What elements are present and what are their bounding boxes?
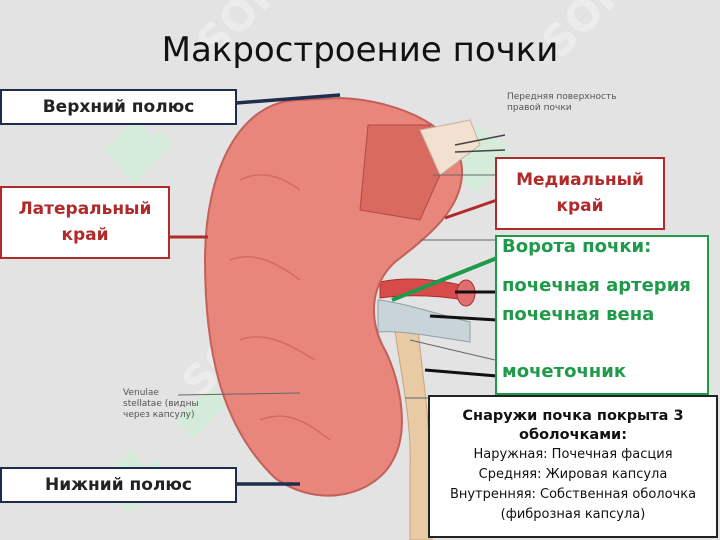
vein-pointer xyxy=(429,314,498,322)
venulae-line-3: через капсулу) xyxy=(123,410,195,420)
ureter-label: мочеточник xyxy=(502,361,627,382)
vein-label: почечная вена xyxy=(502,304,655,325)
lateral-edge-label: Латеральный край xyxy=(0,186,170,259)
note-inner: Внутренняя: Собственная оболочка (фиброз… xyxy=(449,487,697,522)
note-heading: Снаружи почка покрыта 3 оболочками: xyxy=(462,408,684,443)
venulae-line-2: stellatae (видны xyxy=(123,399,199,409)
note-middle: Средняя: Жировая капсула xyxy=(478,467,668,482)
ureter-shape xyxy=(394,329,433,540)
upper-pole-pointer xyxy=(235,93,341,105)
caption-line-2: правой почки xyxy=(507,103,572,113)
upper-pole-label: Верхний полюс xyxy=(0,89,237,125)
renal-vein-shape xyxy=(377,299,471,343)
caption-line-1: Передняя поверхность xyxy=(507,92,617,102)
ureter-pointer xyxy=(424,368,498,378)
slide-title: Макростроение почки xyxy=(161,30,559,70)
medial-edge-pointer xyxy=(444,198,498,220)
hilum-pointer xyxy=(391,256,498,302)
hilum-title: Ворота почки: xyxy=(502,236,652,257)
capsule-flap xyxy=(359,124,441,221)
hilum-box xyxy=(495,235,709,395)
membranes-note: Снаружи почка покрыта 3 оболочками: Нару… xyxy=(428,395,718,538)
venulae-caption: Venulae stellatae (видны через капсулу) xyxy=(123,388,199,421)
note-outer: Наружная: Почечная фасция xyxy=(473,447,673,462)
anterior-surface-caption: Передняя поверхность правой почки xyxy=(507,92,617,114)
lower-pole-label: Нижний полюс xyxy=(0,467,237,503)
medial-edge-label: Медиальный край xyxy=(495,157,665,230)
artery-label: почечная артерия xyxy=(502,275,691,296)
venulae-line-1: Venulae xyxy=(123,388,159,398)
